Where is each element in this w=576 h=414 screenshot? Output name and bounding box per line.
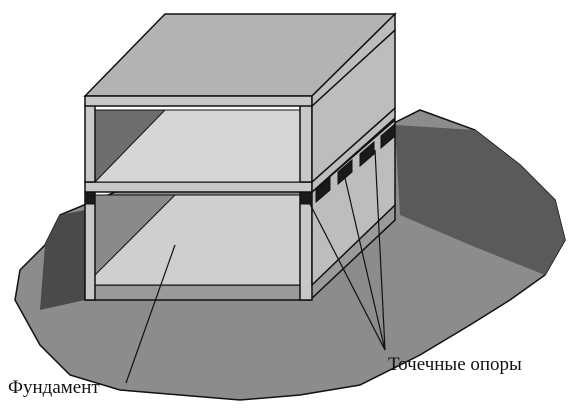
roof-side-edge bbox=[311, 12, 396, 108]
support-side-4 bbox=[380, 122, 396, 150]
support-side-2 bbox=[337, 158, 353, 186]
lower-column-left bbox=[84, 191, 96, 301]
point-supports bbox=[84, 122, 396, 205]
roof-front-edge bbox=[84, 95, 313, 107]
upper-column-left bbox=[84, 103, 96, 183]
middle-slab-front bbox=[84, 181, 313, 193]
foundation-leader bbox=[125, 244, 176, 384]
lower-column-right bbox=[299, 191, 313, 301]
ground-shadow bbox=[395, 125, 565, 275]
support-side-3 bbox=[359, 140, 375, 168]
foundation-label: Фундамент bbox=[8, 377, 100, 398]
lower-side-wall bbox=[311, 118, 396, 287]
foundation-shadow-left bbox=[40, 210, 85, 310]
supports-leaders bbox=[309, 149, 386, 351]
upper-column-right bbox=[299, 103, 313, 183]
support-side-1 bbox=[315, 176, 331, 204]
point-supports-label: Точечные опоры bbox=[388, 354, 522, 375]
